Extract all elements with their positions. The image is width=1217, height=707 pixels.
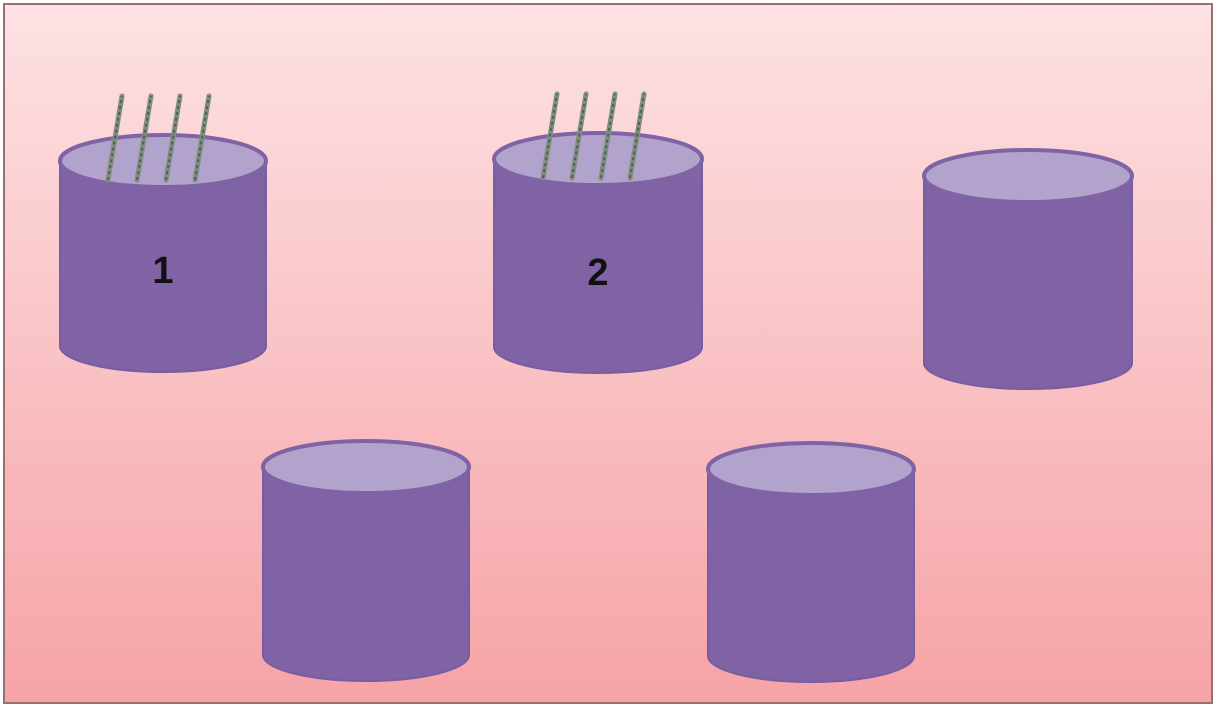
cylinder: 1	[58, 93, 268, 373]
cylinder-top	[922, 148, 1134, 204]
cylinder-body	[59, 160, 267, 373]
cylinder-body	[923, 175, 1133, 390]
stick-texture	[629, 93, 645, 179]
stick-texture	[600, 93, 616, 179]
stick-texture	[542, 93, 558, 179]
cylinder	[261, 439, 471, 682]
cylinder-top	[706, 441, 916, 497]
stick-group	[105, 93, 212, 183]
cylinder	[706, 441, 916, 683]
stick-texture	[165, 95, 181, 181]
cylinder-body	[707, 468, 915, 683]
stick-texture	[136, 95, 152, 181]
cylinder-body	[262, 466, 470, 682]
cylinder-top	[261, 439, 471, 495]
cylinder-label: 1	[152, 250, 173, 292]
cylinder: 2	[492, 91, 704, 374]
stick-texture	[107, 95, 123, 181]
cylinder-label: 2	[587, 252, 608, 294]
stick-group	[540, 91, 647, 181]
cylinder	[922, 148, 1134, 390]
cylinder-top	[58, 133, 268, 189]
stick-texture	[194, 95, 210, 181]
cylinder-body	[493, 158, 703, 374]
cylinder-top	[492, 131, 704, 187]
stick-texture	[571, 93, 587, 179]
